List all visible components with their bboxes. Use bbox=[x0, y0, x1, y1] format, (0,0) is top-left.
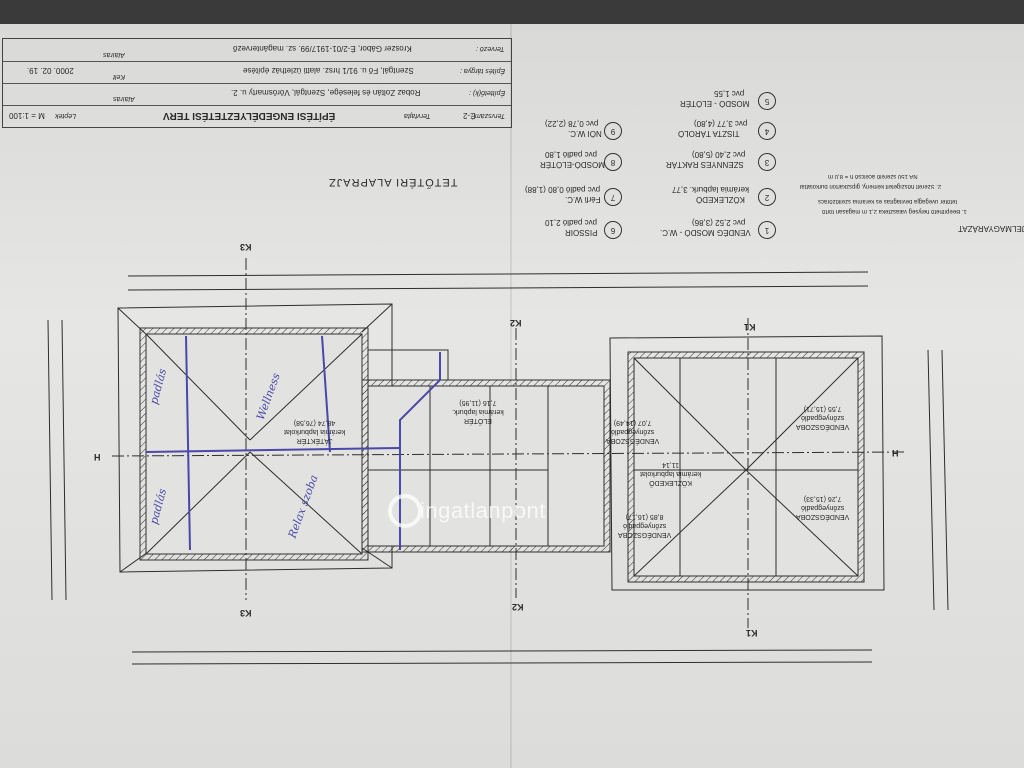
dimension-line-bottom-2 bbox=[131, 661, 873, 665]
dimension-line-top bbox=[127, 271, 869, 277]
title-block: Tervező : Kroszer Gábor, É-2/01-1917/99.… bbox=[2, 38, 512, 128]
dimension-line-left bbox=[47, 319, 53, 601]
section-mark-k2: K2 bbox=[510, 318, 522, 328]
dimension-line-left-2 bbox=[61, 319, 67, 601]
watermark: ingatlanpont bbox=[420, 498, 546, 523]
dimension-line-top-2 bbox=[127, 285, 869, 291]
section-mark-k1: K1 bbox=[744, 322, 756, 332]
watermark-logo-icon bbox=[388, 494, 422, 528]
section-mark-k3: K3 bbox=[240, 242, 252, 252]
section-mark-k3: K3 bbox=[240, 608, 252, 618]
section-mark-h: H bbox=[892, 448, 899, 458]
dimension-line-right-2 bbox=[941, 349, 949, 611]
section-mark-k1: K1 bbox=[746, 628, 758, 638]
dimension-line-bottom bbox=[131, 649, 873, 653]
section-mark-h: H bbox=[94, 452, 101, 462]
section-mark-k2: K2 bbox=[512, 602, 524, 612]
dimension-line-right bbox=[927, 349, 935, 611]
right-wing-roof-outline bbox=[609, 335, 885, 591]
